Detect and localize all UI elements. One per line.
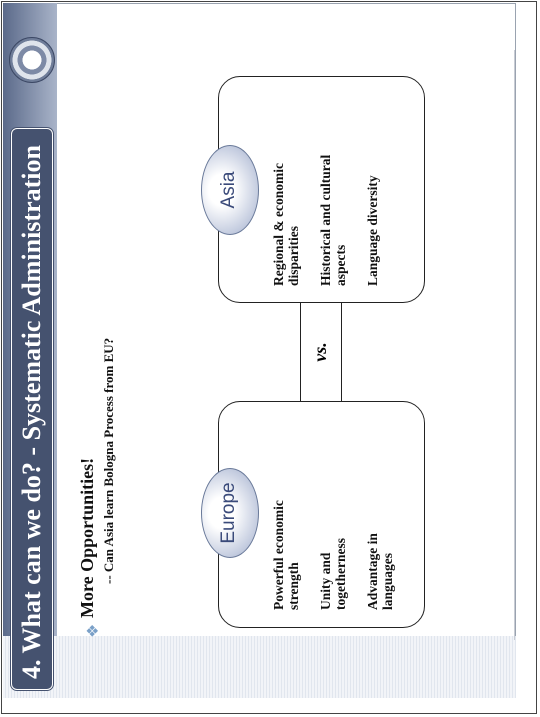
asia-item: Historical and cultural aspects xyxy=(318,154,348,286)
asia-label: Asia xyxy=(201,145,259,235)
diamond-bullet-icon: ❖ xyxy=(85,623,102,638)
slide: 4. What can we do? - Systematic Administ… xyxy=(3,3,516,698)
bullet-sub: -- Can Asia learn Bologna Process from E… xyxy=(101,337,116,584)
asia-item: Regional & economic disparities xyxy=(271,163,301,286)
vs-connector: vs. xyxy=(300,286,342,418)
slide-footer-strip xyxy=(3,636,516,698)
europe-label: Europe xyxy=(201,468,259,558)
europe-item: Unity and togetherness xyxy=(318,538,348,610)
europe-item: Advantage in languages xyxy=(365,533,395,610)
title-bar: 4. What can we do? - Systematic Administ… xyxy=(11,128,53,690)
slide-title: 4. What can we do? - Systematic Administ… xyxy=(17,145,46,679)
slide-content: 4. What can we do? - Systematic Administ… xyxy=(3,3,516,698)
notes-divider xyxy=(514,50,515,640)
europe-item: Powerful economic strength xyxy=(271,500,301,610)
vs-label: vs. xyxy=(310,342,330,362)
asia-item: Language diversity xyxy=(365,175,380,286)
university-seal-icon xyxy=(9,37,55,83)
bullet-main: More Opportunities! xyxy=(77,457,97,618)
